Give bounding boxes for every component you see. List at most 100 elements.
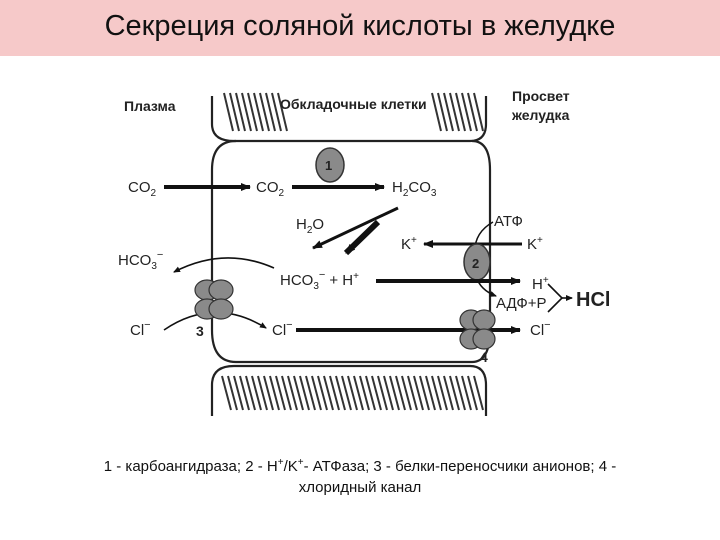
legend-sup-2: + (297, 457, 304, 468)
chloride-channel-protein (459, 309, 496, 350)
membrane-stripe (371, 375, 382, 411)
figure-legend: 1 - карбоангидраза; 2 - H+/K+- АТФаза; 3… (40, 452, 680, 498)
marker-3: 3 (196, 323, 204, 339)
membrane-stripe (449, 375, 460, 411)
k-cell-label: K+ (401, 235, 417, 253)
membrane-stripes-bottom (221, 375, 484, 411)
marker-1: 1 (325, 158, 332, 173)
membrane-stripe (263, 375, 274, 411)
membrane-stripe (275, 375, 286, 411)
membrane-stripe (383, 375, 394, 411)
membrane-stripe (221, 375, 232, 411)
membrane-stripe (293, 375, 304, 411)
membrane-stripe (253, 92, 264, 132)
membrane-stripe (473, 92, 484, 132)
h2o-release-arrow (312, 206, 399, 250)
hco3-h-cell-label: HCO3−+ H+ (280, 269, 359, 292)
marker-2: 2 (472, 256, 479, 271)
membrane-stripe (443, 92, 454, 132)
membrane-stripe (455, 375, 466, 411)
k-lumen-label: K+ (527, 235, 543, 253)
membrane-stripe (461, 92, 472, 132)
membrane-stripe (269, 375, 280, 411)
membrane-stripe (223, 92, 234, 132)
membrane-stripe (245, 375, 256, 411)
membrane-stripe (395, 375, 406, 411)
parietal-cells-label: Обкладочные клетки (280, 96, 427, 112)
membrane-stripe (323, 375, 334, 411)
cl-lumen-label: Cl− (530, 319, 551, 339)
membrane-stripe (461, 375, 472, 411)
atp-label: АТФ (494, 213, 523, 230)
plasma-label: Плазма (124, 98, 176, 114)
membrane-stripe (229, 92, 240, 132)
membrane-stripe (317, 375, 328, 411)
legend-part-2: /K (283, 458, 298, 475)
title-bar: Секреция соляной кислоты в желудке (0, 0, 720, 56)
membrane-stripe (277, 92, 288, 132)
membrane-stripe (247, 92, 258, 132)
lower-cell-boundary (210, 364, 488, 416)
membrane-stripe (467, 375, 478, 411)
legend-part-1: 1 - карбоангидраза; 2 - H (103, 458, 278, 475)
co2-plasma-label: CO2 (128, 179, 157, 199)
membrane-stripe (335, 375, 346, 411)
h2co3-label: H2CO3 (392, 179, 437, 199)
membrane-stripe (241, 92, 252, 132)
membrane-stripe (419, 375, 430, 411)
membrane-stripe (407, 375, 418, 411)
marker-4: 4 (480, 349, 488, 365)
carbonic-anhydrase-enzyme (315, 147, 345, 183)
membrane-stripe (467, 92, 478, 132)
lumen-label-line2: желудка (511, 107, 570, 123)
hco3-exit-curve (173, 257, 275, 273)
page-title: Секреция соляной кислоты в желудке (104, 10, 616, 42)
legend-line-2: хлоридный канал (298, 479, 422, 496)
membrane-stripe (235, 92, 246, 132)
membrane-stripe (473, 375, 484, 411)
h2o-label: H2O (296, 216, 324, 236)
legend-part-3: - АТФаза; 3 - белки-переносчики анионов;… (303, 458, 617, 475)
membrane-stripe (449, 92, 460, 132)
membrane-stripe (305, 375, 316, 411)
lumen-label-line1: Просвет (512, 88, 570, 104)
membrane-stripe (359, 375, 370, 411)
cl-plasma-label: Cl− (130, 319, 151, 339)
membrane-stripe (347, 375, 358, 411)
anion-exchanger-protein (194, 279, 234, 320)
membrane-stripe (425, 375, 436, 411)
dissociation-arrow (343, 219, 381, 256)
upper-cell-boundary (210, 96, 488, 143)
membrane-stripe (431, 375, 442, 411)
membrane-stripe (329, 375, 340, 411)
main-cell-boundary (210, 139, 492, 364)
hcl-bracket-arrow (547, 283, 564, 313)
membrane-stripe (259, 92, 270, 132)
membrane-stripe (227, 375, 238, 411)
membrane-stripe (353, 375, 364, 411)
membrane-stripe (281, 375, 292, 411)
membrane-stripe (437, 92, 448, 132)
cl-cell-label: Cl− (272, 319, 293, 339)
membrane-stripe (265, 92, 276, 132)
membrane-stripe (299, 375, 310, 411)
hco3-plasma-label: HCO3− (118, 249, 163, 272)
membrane-stripe (413, 375, 424, 411)
membrane-stripe (271, 92, 282, 132)
membrane-stripe (437, 375, 448, 411)
membrane-stripe (365, 375, 376, 411)
membrane-stripe (401, 375, 412, 411)
membrane-stripe (287, 375, 298, 411)
membrane-stripe (341, 375, 352, 411)
legend-sup-1: + (277, 457, 284, 468)
membrane-stripe (431, 92, 442, 132)
membrane-stripe (389, 375, 400, 411)
membrane-stripes-top (223, 92, 484, 132)
membrane-stripe (311, 375, 322, 411)
membrane-stripe (257, 375, 268, 411)
membrane-stripe (455, 92, 466, 132)
adp-label: АДФ+Р (496, 295, 547, 312)
h-lumen-label: H+ (532, 275, 549, 293)
co2-cell-label: CO2 (256, 179, 285, 199)
